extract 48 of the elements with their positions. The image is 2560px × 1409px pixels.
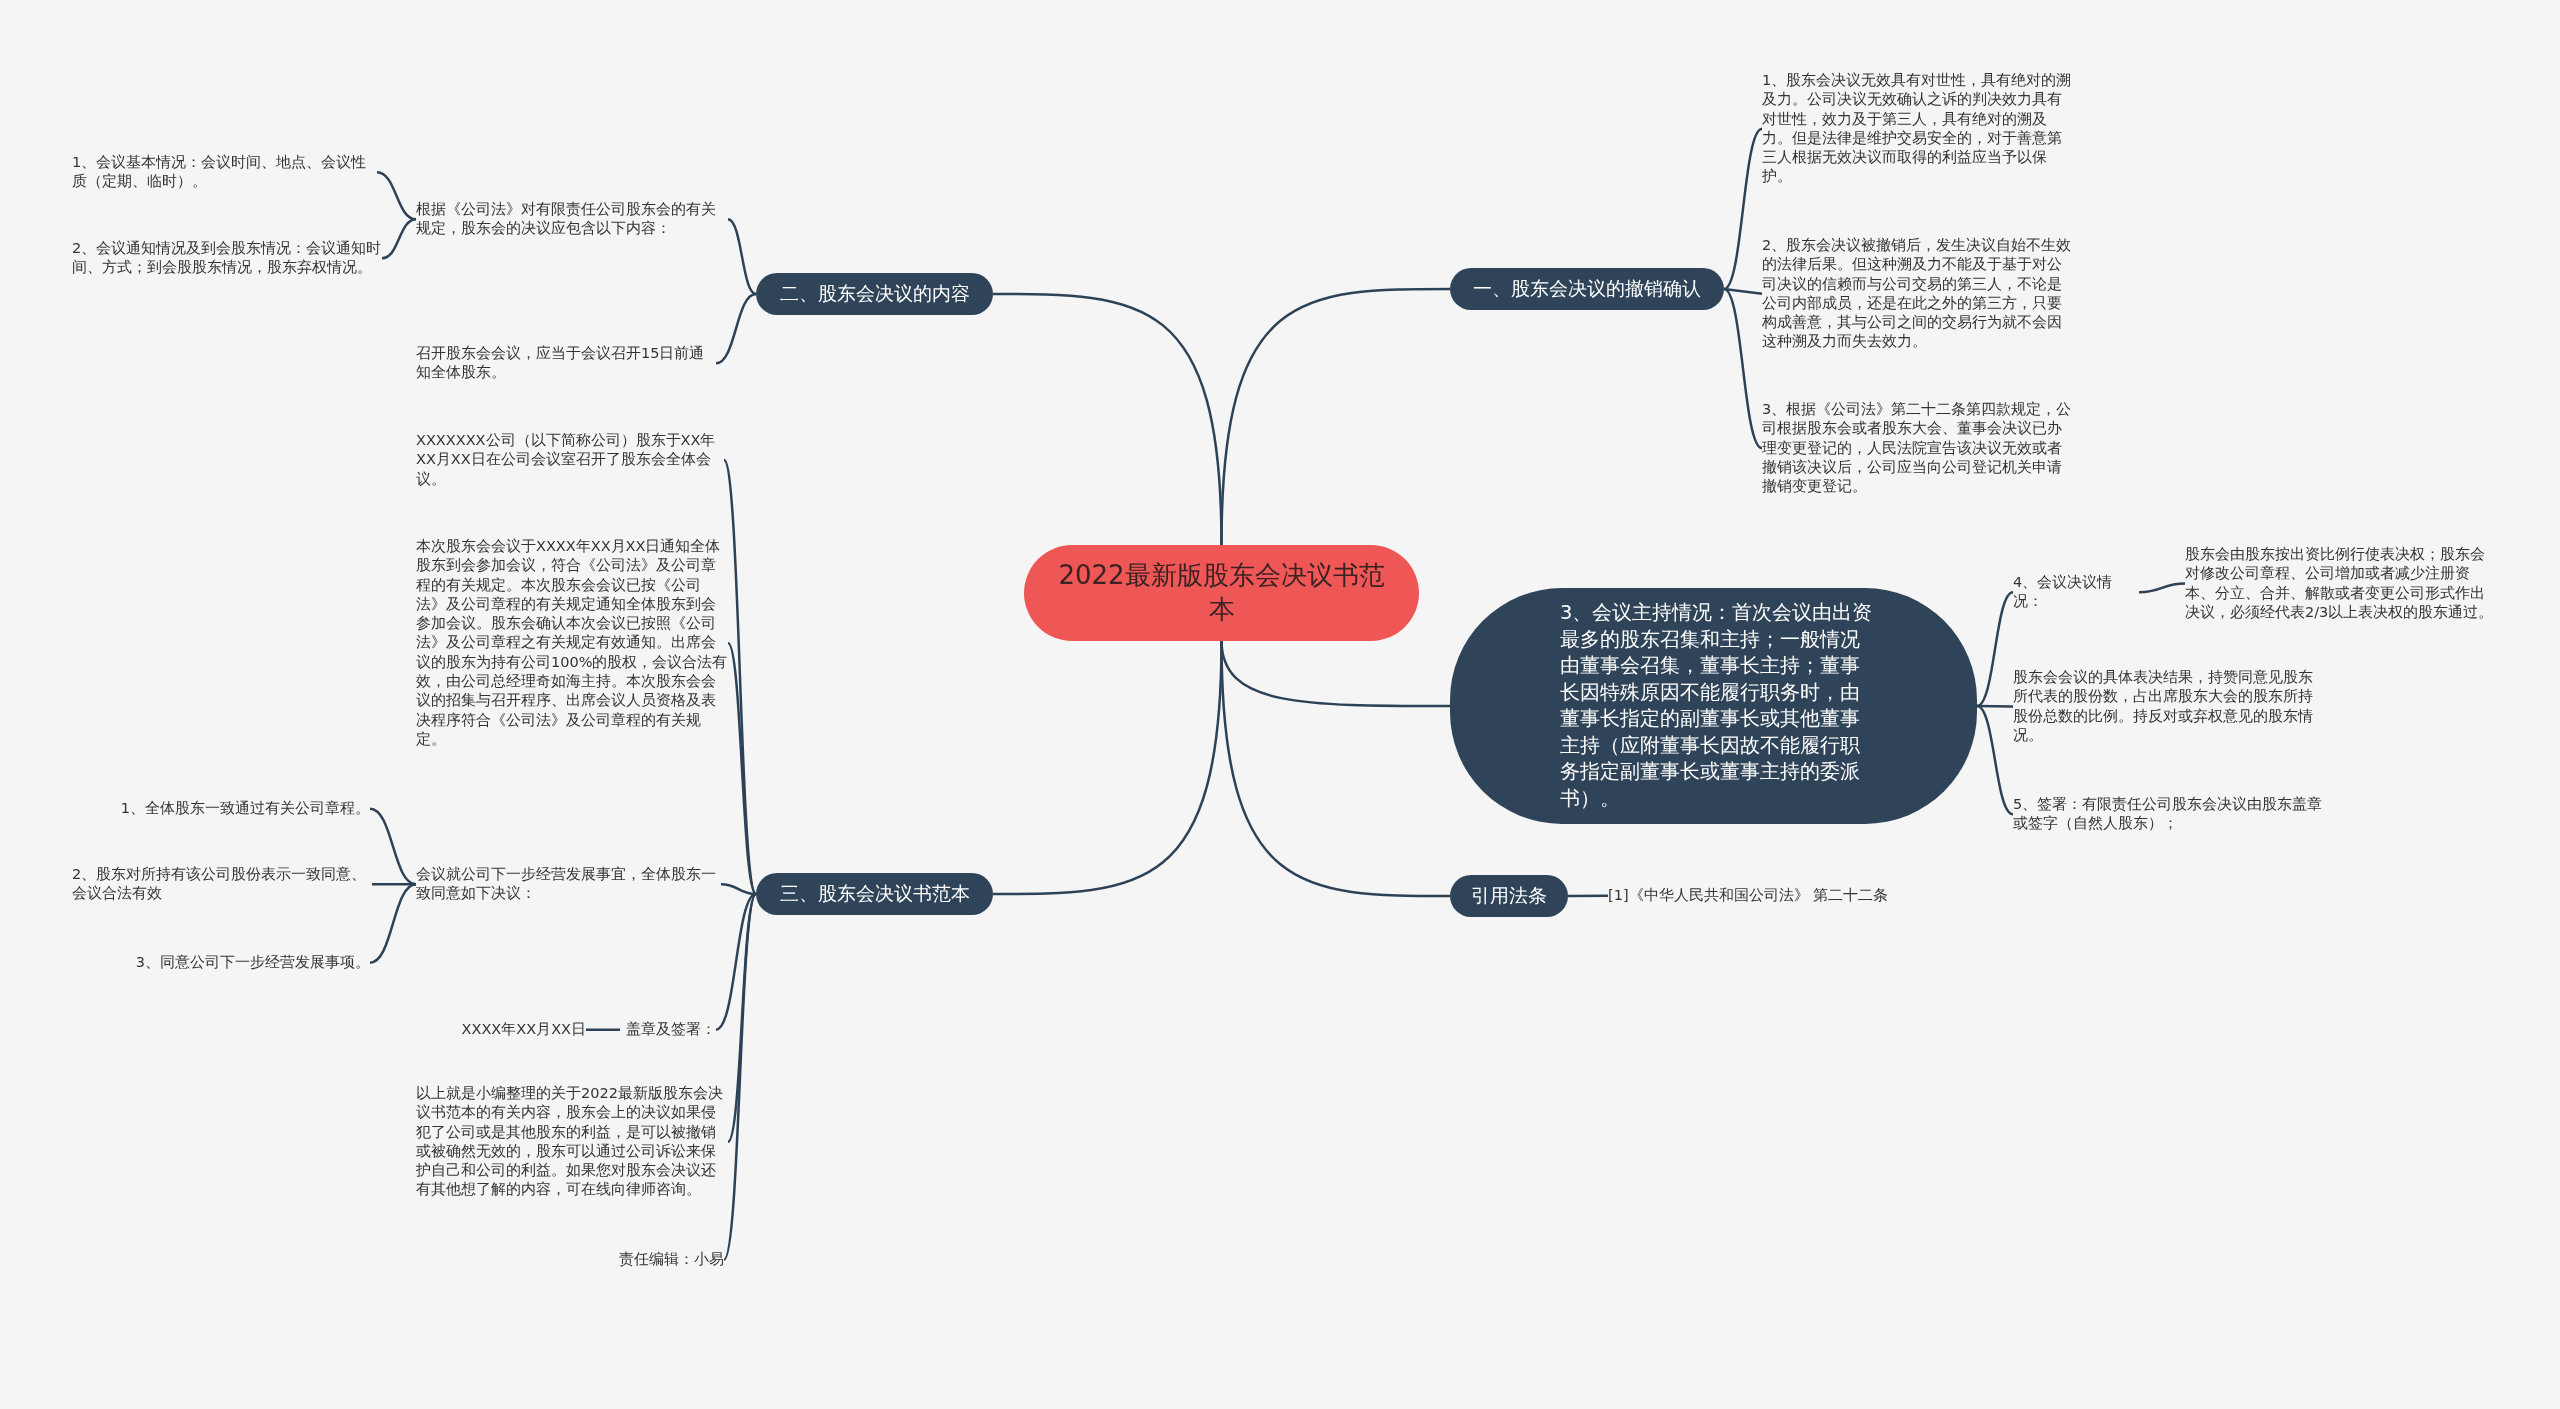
topic-text: 1、会议基本情况：会议时间、地点、会议性质（定期、临时）。 — [72, 153, 377, 192]
topic-text: 股东会由股东按出资比例行使表决权；股东会对修改公司章程、公司增加或者减少注册资本、分立、合并、解散或者变更公司形式作出决议，必须经代表2/3以上表决权的股东通过。 — [2185, 545, 2497, 623]
branch-topic: 三、股东会决议书范本 — [756, 873, 993, 915]
topic-text: 召开股东会会议，应当于会议召开15日前通知全体股东。 — [416, 344, 716, 383]
topic-text: 2、股东对所持有该公司股份表示一致同意、会议合法有效 — [72, 865, 372, 904]
connector-line — [586, 1028, 620, 1031]
branch-topic: 二、股东会决议的内容 — [756, 273, 993, 315]
connector-line — [381, 218, 417, 260]
topic-text: XXXXXXX公司（以下简称公司）股东于XX年XX月XX日在公司会议室召开了股东会全体会议。 — [416, 431, 724, 489]
topic-text: 根据《公司法》对有限责任公司股东会的有关规定，股东会的决议应包含以下内容： — [416, 200, 728, 239]
topic-text: XXXX年XX月XX日 — [440, 1020, 586, 1040]
topic-bubble: 3、会议主持情况：首次会议由出资最多的股东召集和主持；一般情况由董事会召集，董事长主持；董事长因特殊原因不能履行职务时，由董事长指定的副董事长或其他董事主持（应附董事长因故不能履行职务指定副董事长或董事主持的委派书）。 — [1450, 588, 1977, 825]
connector-line — [727, 218, 757, 296]
topic-text: 3、根据《公司法》第二十二条第四款规定，公司根据股东会或者股东大会、董事会决议已办理变更登记的，人民法院宣告该决议无效或者撤销该决议后，公司应当向公司登记机关申请撤销变更登记。 — [1762, 400, 2074, 497]
connector-line — [1976, 591, 2014, 708]
connector-line — [372, 883, 416, 886]
connector-line — [2138, 582, 2186, 594]
branch-topic: 引用法条 — [1450, 875, 1568, 917]
topic-text: 5、签署：有限责任公司股东会决议由股东盖章或签字（自然人股东）； — [2013, 795, 2325, 834]
topic-text: 1、全体股东一致通过有关公司章程。 — [100, 799, 370, 819]
topic-text: 会议就公司下一步经营发展事宜，全体股东一致同意如下决议： — [416, 865, 721, 904]
topic-text: 责任编辑：小易 — [560, 1250, 724, 1270]
connector-line — [1220, 640, 1450, 898]
connector-line — [1723, 287, 1763, 296]
connector-line — [1977, 704, 2013, 708]
topic-text: 4、会议决议情况： — [2013, 573, 2139, 612]
topic-text: 1、股东会决议无效具有对世性，具有绝对的溯及力。公司决议无效确认之诉的判决效力具有对世性，效力及于第三人，具有绝对的溯及力。但是法律是维护交易安全的，对于善意第三人根据无效决议而取得的利益应当予以保护。 — [1762, 71, 2074, 187]
topic-text: 盖章及签署： — [620, 1020, 716, 1040]
connector-line — [1220, 287, 1450, 546]
connector-line — [369, 883, 417, 964]
central-topic: 2022最新版股东会决议书范本 — [1024, 545, 1419, 641]
connector-line — [726, 642, 758, 895]
connector-line — [1976, 704, 2014, 816]
topic-text: 股东会会议的具体表决结果，持赞同意见股东所代表的股份数，占出席股东大会的股东所持股份总数的比例。持反对或弃权意见的股东情况。 — [2013, 668, 2325, 746]
topic-text: [1]《中华人民共和国公司法》 第二十二条 — [1608, 886, 1908, 906]
connector-line — [722, 893, 758, 1261]
connector-line — [1723, 288, 1763, 450]
connector-line — [726, 893, 758, 1143]
topic-text: 2、股东会决议被撤销后，发生决议自始不生效的法律后果。但这种溯及力不能及于基于对公司决议的信赖而与公司交易的第三人，不论是公司内部成员，还是在此之外的第三方，只要构成善意，其与公司之间的交易行为就不会因这种溯及力而失去效力。 — [1762, 236, 2074, 352]
topic-text: 2、会议通知情况及到会股东情况：会议通知时间、方式；到会股股东情况，股东弃权情况。 — [72, 239, 382, 278]
branch-topic: 一、股东会决议的撤销确认 — [1450, 268, 1724, 310]
connector-line — [715, 892, 757, 1031]
topic-text: 本次股东会会议于XXXX年XX月XX日通知全体股东到会参加会议，符合《公司法》及公司章程的有关规定。本次股东会会议已按《公司法》及公司章程的有关规定通知全体股东到会参加会议。股东会确认本次会议已按照《公司法》及公司章程之有关规定有效通知。出席会议的股东为持有公司100%的股权，会议合法有效，由公司总经理奇如海主持。本次股东会会议的招集与召开程序、出席会议人员资格及表决程序符合《公司法》及公司章程的有关规定。 — [416, 537, 728, 750]
topic-text: 3、同意公司下一步经营发展事项。 — [100, 953, 370, 973]
topic-text: 以上就是小编整理的关于2022最新版股东会决议书范本的有关内容，股东会上的决议如果侵犯了公司或是其他股东的利益，是可以被撤销或被确然无效的，股东可以通过公司诉讼来保护自己和公司的利益。如果您对股东会决议还有其他想了解的内容，可在线向律师咨询。 — [416, 1084, 728, 1200]
connector-line — [1568, 894, 1608, 898]
connector-line — [715, 292, 757, 365]
connector-line — [1723, 127, 1763, 290]
